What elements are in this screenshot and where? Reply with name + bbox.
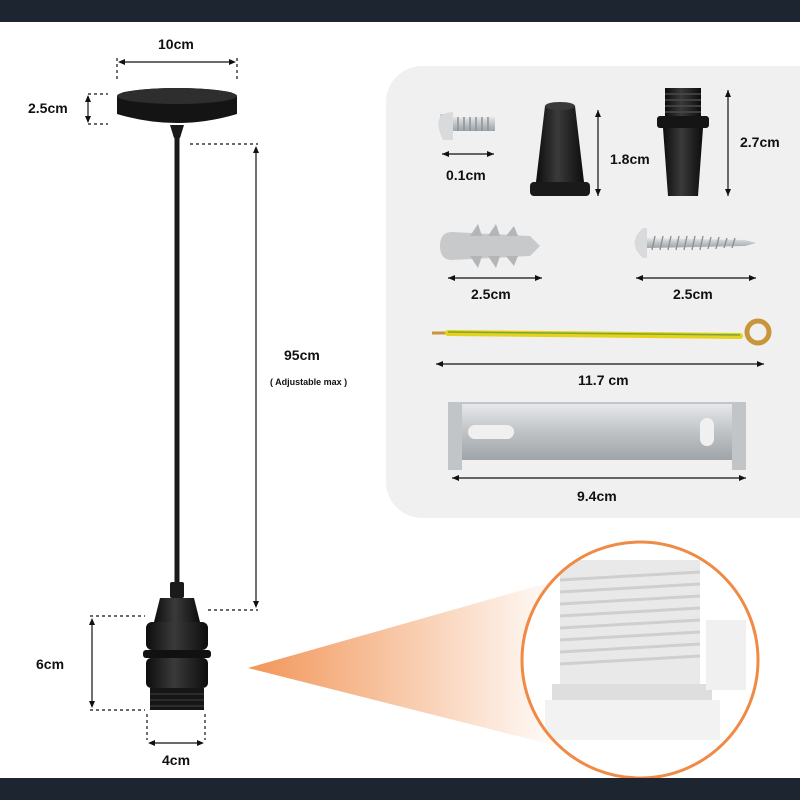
cable-length-label: 95cm bbox=[284, 347, 320, 363]
cable-adjustable-note: ( Adjustable max ) bbox=[270, 377, 348, 387]
holder-height-label: 6cm bbox=[36, 656, 65, 672]
pendant-dimension-lines bbox=[87, 58, 258, 744]
wood-screw bbox=[634, 228, 756, 258]
zoom-beam bbox=[248, 578, 565, 748]
bottom-frame-bar bbox=[0, 778, 800, 800]
zoom-detail-circle bbox=[520, 540, 760, 780]
ceiling-canopy bbox=[117, 88, 237, 123]
threaded-nipple bbox=[657, 88, 709, 196]
wall-plug-anchor bbox=[440, 224, 540, 268]
bracket-length-label: 9.4cm bbox=[577, 488, 617, 504]
cable-strain-relief bbox=[170, 125, 184, 138]
ground-wire bbox=[432, 318, 772, 346]
threaded-nipple-height-label: 2.7cm bbox=[740, 134, 780, 150]
cable-grip-height-label: 1.8cm bbox=[610, 151, 650, 167]
accessory-dimension-lines bbox=[436, 90, 764, 479]
accessory-arrowheads bbox=[436, 90, 764, 481]
holder-width-label: 4cm bbox=[162, 752, 191, 768]
canopy-height-label: 2.5cm bbox=[28, 100, 68, 116]
bolt-length-label: 0.1cm bbox=[446, 167, 486, 183]
mounting-bracket bbox=[448, 402, 746, 470]
canopy-diameter-label: 10cm bbox=[158, 36, 194, 52]
wood-screw-length-label: 2.5cm bbox=[673, 286, 713, 302]
machine-bolt bbox=[438, 112, 495, 140]
wall-plug-length-label: 2.5cm bbox=[471, 286, 511, 302]
ground-wire-length-label: 11.7 cm bbox=[578, 372, 629, 388]
lamp-socket bbox=[143, 582, 211, 710]
top-frame-bar bbox=[0, 0, 800, 22]
pendant-arrowheads bbox=[85, 59, 259, 746]
cable-grip bbox=[530, 102, 590, 196]
